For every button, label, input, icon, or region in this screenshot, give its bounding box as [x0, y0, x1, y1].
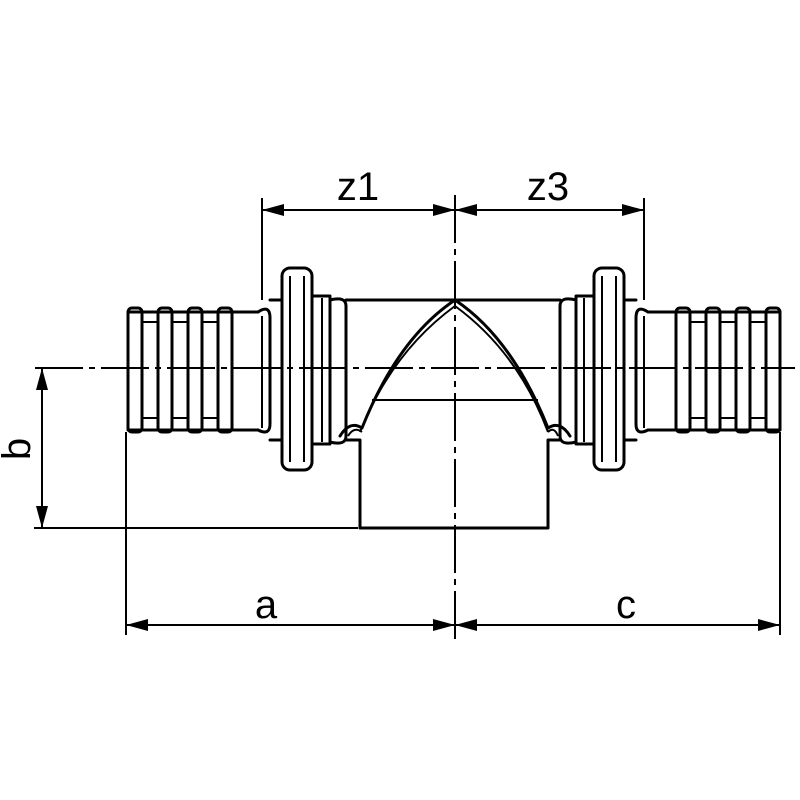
dimension-z1 — [261, 198, 455, 300]
dimension-a — [125, 432, 455, 635]
centerlines — [35, 195, 795, 640]
right-coupling — [558, 266, 782, 472]
tee-body — [338, 298, 572, 530]
label-c: c — [616, 583, 636, 627]
label-a: a — [255, 583, 278, 627]
left-coupling — [126, 266, 348, 472]
label-z3: z3 — [527, 165, 569, 209]
label-b: b — [0, 438, 39, 460]
dimension-c — [455, 432, 781, 635]
label-z1: z1 — [337, 165, 379, 209]
dimension-z3 — [455, 198, 645, 300]
dimension-b — [34, 368, 358, 529]
